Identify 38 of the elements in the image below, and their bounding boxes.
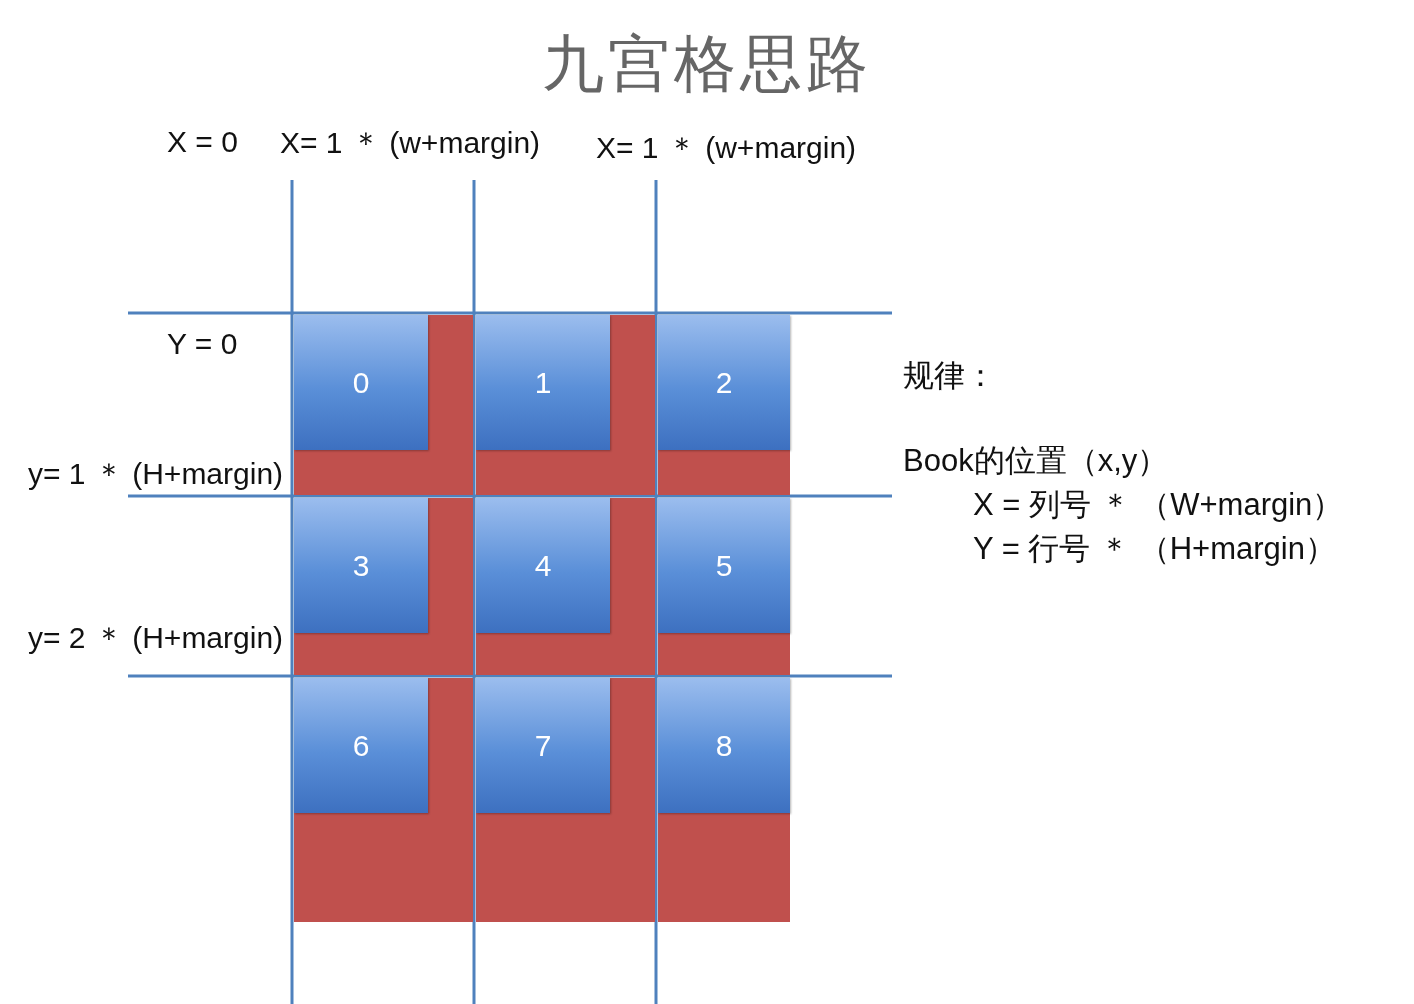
cell-background — [476, 315, 655, 495]
grid-item-box — [658, 315, 790, 450]
title: 九宫格思路 — [541, 28, 873, 100]
grid-item-box — [476, 315, 610, 450]
formula-text: X = 列号 ＊ （W+margin） — [973, 486, 1344, 524]
index-number: 7 — [534, 728, 552, 763]
row-label: Y = 0 — [167, 327, 238, 361]
index-number: 0 — [352, 365, 370, 400]
column-label: X= 1 ＊ (w+margin) — [596, 130, 857, 166]
grid-item-box — [476, 498, 610, 633]
index-number: 6 — [352, 728, 370, 763]
cell-background — [294, 678, 473, 922]
column-label: X = 0 — [167, 125, 238, 159]
grid-item-box — [294, 315, 428, 450]
column-label: X= 1 ＊ (w+margin) — [280, 125, 541, 161]
index-number: 3 — [352, 548, 370, 583]
index-number: 4 — [534, 548, 552, 583]
grid-item-box — [658, 498, 790, 633]
row-label: y= 2 ＊ (H+margin) — [28, 620, 284, 656]
formula-text: Y = 行号 ＊ （H+margin） — [973, 530, 1336, 568]
cell-background — [658, 498, 790, 675]
grid-item-box — [294, 678, 428, 813]
cell-background — [294, 498, 473, 675]
index-number: 1 — [534, 365, 552, 400]
cell-background — [658, 315, 790, 495]
row-label: y= 1 ＊ (H+margin) — [28, 456, 284, 492]
rule-text: Book的位置（x,y） — [903, 442, 1169, 480]
grid-item-box — [294, 498, 428, 633]
cell-background — [476, 498, 655, 675]
cell-background — [294, 315, 473, 495]
index-number: 5 — [715, 548, 733, 583]
index-number: 8 — [715, 728, 733, 763]
index-number: 2 — [715, 365, 733, 400]
grid-item-box — [658, 678, 790, 813]
grid-item-box — [476, 678, 610, 813]
cell-background — [476, 678, 655, 922]
rule-heading: 规律： — [903, 357, 996, 395]
cell-background — [658, 678, 790, 922]
